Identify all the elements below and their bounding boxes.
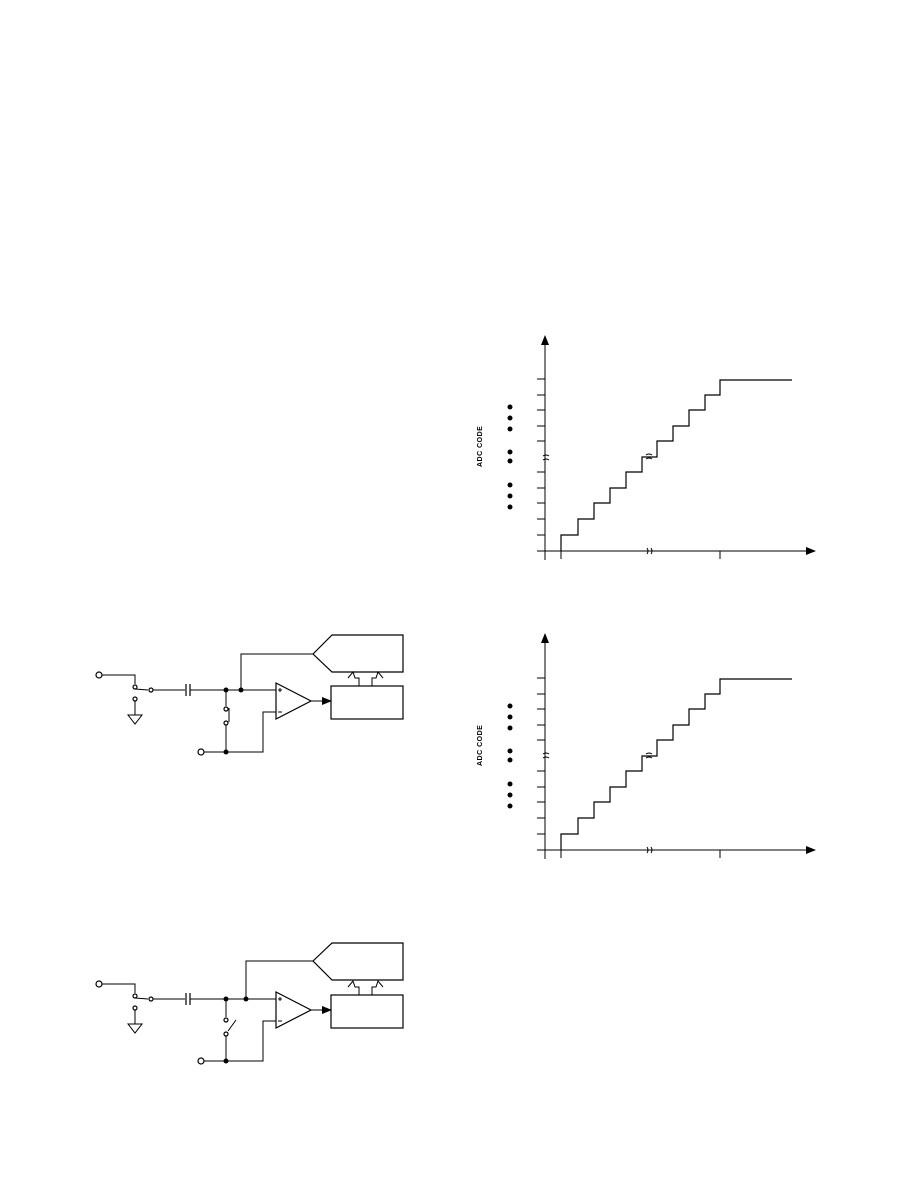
graph1-break-marks [542,453,653,555]
circuit1-reference-wire [204,711,276,753]
graph1-x-ticks [560,551,721,559]
circuit-2 [95,942,404,1065]
circuit1-capacitor [185,684,191,696]
circuit1-control-wire [240,653,313,690]
graph2-y-ticks [537,677,545,835]
transfer-graph-1: ADC CODE [477,335,816,560]
graph1-staircase [560,379,792,551]
circuit1-bus-arrows [347,670,384,686]
circuit2-reset-switch-open [223,999,237,1061]
circuit2-reference-wire [204,1020,276,1062]
circuit1-logic-block [312,634,404,673]
circuit1-input-wire [102,674,136,684]
circuit2-input-wire [102,983,136,993]
circuit1-input-terminal [95,671,103,679]
graph1-y-axis-label: ADC CODE [477,426,484,467]
graph2-staircase [560,678,792,850]
circuit2-ground-icon [126,1023,144,1034]
circuit-1 [95,634,404,756]
graph2-x-ticks [560,850,721,858]
circuit2-bus-arrows [347,979,384,995]
graph1-ellipsis-dots [507,404,513,510]
circuit2-capacitor [185,993,191,1005]
circuit1-reset-switch-closed [223,690,230,752]
circuit1-selector-switch [132,684,154,715]
circuit2-reference-terminal [197,1057,205,1065]
circuit1-reference-terminal [197,748,205,756]
circuit2-adc-block [330,994,404,1029]
circuit2-input-terminal [95,980,103,988]
transfer-graph-2: ADC CODE [477,633,816,859]
circuit2-opamp [275,991,313,1029]
circuit2-selector-switch [132,993,154,1024]
graph2-break-marks [542,752,653,854]
graph2-ellipsis-dots [507,703,513,809]
graph2-y-axis-label: ADC CODE [477,725,484,766]
circuit2-logic-block [312,942,404,981]
circuit2-control-wire [245,960,313,999]
circuit1-ground-icon [126,714,144,725]
circuit1-adc-block [330,685,404,720]
circuit1-opamp [275,682,313,720]
graph1-y-ticks [537,378,545,536]
